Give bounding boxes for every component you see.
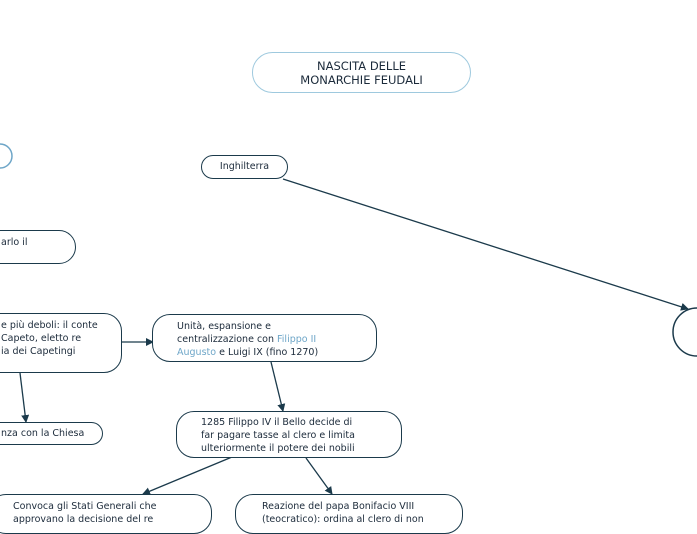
node-chiesa[interactable]: nza con la Chiesa [0,422,103,445]
link-augusto[interactable]: Augusto [177,347,217,358]
node-bonifacio[interactable]: Reazione del papa Bonifacio VIII (teocra… [235,494,463,534]
edge-filippo-bonifacio [305,457,333,495]
edge-filippo-stati [142,456,233,496]
node-bonifacio-line-1: Reazione del papa Bonifacio VIII [262,501,415,512]
edge-capetingi-chiesa [19,372,30,423]
node-filippo-iv-line-3: ulteriormente il potere dei nobili [201,443,355,454]
root-title-line-1: NASCITA DELLE [316,58,407,73]
link-filippo-ii[interactable]: Filippo II [277,334,317,345]
node-chiesa-label: nza con la Chiesa [1,428,85,439]
node-unita-line-1: Unità, espansione e [177,321,271,332]
node-unita-line-3-text: e Luigi IX (fino 1270) [216,347,319,358]
offscreen-node-left [0,143,13,169]
node-capetingi-line-1: e più deboli: il conte [1,320,98,331]
node-capetingi[interactable]: e più deboli: il conte Capeto, eletto re… [0,313,122,373]
offscreen-node-right [672,307,697,357]
node-filippo-iv-line-1: 1285 Filippo IV il Bello decide di [201,417,353,428]
edge-unita-filippo [270,361,286,412]
node-inghilterra[interactable]: Inghilterra [201,155,288,179]
node-carlo-label: arlo il [1,237,28,248]
node-inghilterra-label: Inghilterra [219,161,270,172]
node-unita-line-2-text: centralizzazione con [177,334,278,345]
edge-inghilterra-right [282,178,689,311]
node-unita-line-2: centralizzazione con Filippo II [177,333,376,346]
root-node-title[interactable]: NASCITA DELLE MONARCHIE FEUDALI [252,52,471,93]
node-stati-generali-line-1: Convoca gli Stati Generali che [13,501,157,512]
node-carlo[interactable]: arlo il [0,230,76,264]
root-title-line-2: MONARCHIE FEUDALI [300,72,423,87]
mind-map-connectors [0,143,697,496]
node-capetingi-line-3: ia dei Capetingi [1,346,76,357]
node-filippo-iv-line-2: far pagare tasse al clero e limita [201,430,355,441]
node-stati-generali[interactable]: Convoca gli Stati Generali che approvano… [0,494,212,534]
node-unita[interactable]: Unità, espansione e centralizzazione con… [152,314,377,362]
node-unita-line-3: Augusto e Luigi IX (fino 1270) [177,346,376,359]
node-filippo-iv[interactable]: 1285 Filippo IV il Bello decide di far p… [176,411,402,458]
node-capetingi-line-2: Capeto, eletto re [1,333,82,344]
